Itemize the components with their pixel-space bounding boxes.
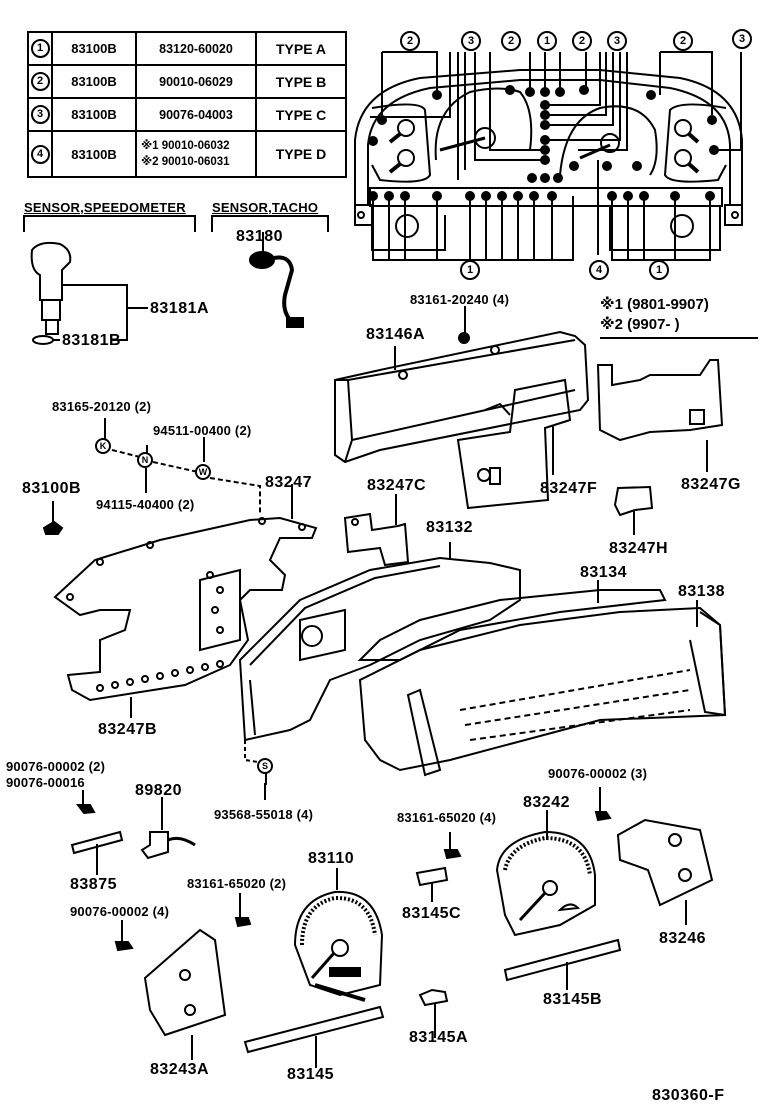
- part-label-83134[interactable]: 83134: [580, 564, 627, 581]
- cluster-bulb-diagram: [354, 51, 743, 262]
- housing-83132-drawing: [238, 542, 727, 777]
- gauge-face-83246-drawing: [594, 787, 714, 925]
- bulb-key-bubble: 3: [732, 29, 752, 49]
- nut-n-marker: N: [137, 452, 153, 468]
- part-label-83181a[interactable]: 83181A: [150, 300, 210, 317]
- part-label-83247b[interactable]: 83247B: [98, 721, 158, 738]
- bulb-number: 83120-60020: [135, 31, 257, 66]
- screw-k-marker: K: [95, 438, 111, 454]
- part-label-83247g[interactable]: 83247G: [681, 476, 741, 493]
- gauge-face-83243a-drawing: [114, 893, 252, 1060]
- part-label-83165-20120[interactable]: 83165-20120 (2): [52, 399, 152, 414]
- part-label-83247c[interactable]: 83247C: [367, 477, 427, 494]
- key-badge: 1: [30, 39, 50, 58]
- bulb-key-bubble: 1: [460, 260, 480, 280]
- bulb-number: ※2 90010-06031: [141, 156, 230, 168]
- bulb-key-bubble: 1: [649, 260, 669, 280]
- bulb-number-variants: ※1 90010-06032 ※2 90010-06031: [135, 130, 257, 178]
- figure-id: 830360-F: [652, 1087, 725, 1104]
- part-label-83110[interactable]: 83110: [308, 850, 355, 867]
- part-label-89820[interactable]: 89820: [135, 782, 182, 799]
- bulb-key-bubble: 2: [572, 31, 592, 51]
- part-label-94511-00400[interactable]: 94511-00400 (2): [153, 423, 252, 438]
- bulb-key-bubble: 1: [537, 31, 557, 51]
- part-number: 83100B: [51, 31, 137, 66]
- bulb-key-bubble: 3: [607, 31, 627, 51]
- part-label-83246[interactable]: 83246: [659, 930, 706, 947]
- bulb-key-bubble: 2: [400, 31, 420, 51]
- part-label-83161-65020-2[interactable]: 83161-65020 (2): [187, 876, 287, 891]
- part-label-83247f[interactable]: 83247F: [540, 480, 598, 497]
- date-range-notes: ※1 (9801-9907) ※2 (9907- ): [600, 295, 758, 339]
- screw-s-marker: S: [257, 758, 273, 774]
- gauge-83242-drawing: [495, 810, 596, 937]
- part-number: 83100B: [51, 130, 137, 178]
- speedometer-sensor-drawing: [23, 215, 329, 345]
- part-label-93568-55018[interactable]: 93568-55018 (4): [214, 807, 314, 822]
- key-badge: 3: [30, 105, 50, 124]
- part-label-90076-00002-3[interactable]: 90076-00002 (3): [548, 766, 648, 781]
- part-label-83161-65020-4[interactable]: 83161-65020 (4): [397, 810, 497, 825]
- part-label-83161-20240[interactable]: 83161-20240 (4): [410, 292, 510, 307]
- gauge-83110-drawing: [293, 868, 384, 1002]
- part-label-83145b[interactable]: 83145B: [543, 991, 603, 1008]
- part-label-83247h[interactable]: 83247H: [609, 540, 669, 557]
- part-label-83138[interactable]: 83138: [678, 583, 725, 600]
- type-row: 2 83100B 90010-06029 TYPE B: [27, 64, 347, 99]
- part-label-90076-00002-2[interactable]: 90076-00002 (2): [6, 759, 106, 774]
- type-row: 4 83100B ※1 90010-06032 ※2 90010-06031 T…: [27, 130, 347, 178]
- part-number: 83100B: [51, 64, 137, 99]
- part-label-83243a[interactable]: 83243A: [150, 1061, 210, 1078]
- bulb-type: TYPE B: [255, 64, 347, 99]
- bulb-number: 90010-06029: [135, 64, 257, 99]
- type-row: 3 83100B 90076-04003 TYPE C: [27, 97, 347, 132]
- speedometer-sensor-header: SENSOR,SPEEDOMETER: [24, 200, 186, 215]
- part-label-83100b[interactable]: 83100B: [22, 480, 82, 497]
- small-parts-drawing: [70, 770, 267, 875]
- socket-83100b-drawing: [42, 501, 64, 535]
- date-note: ※1 (9801-9907): [600, 296, 709, 313]
- strips-drawing: [243, 832, 622, 1068]
- bulb-type: TYPE D: [255, 130, 347, 178]
- part-number: 83100B: [51, 97, 137, 132]
- part-label-83145[interactable]: 83145: [287, 1066, 334, 1083]
- part-label-83242[interactable]: 83242: [523, 794, 570, 811]
- bulb-key-bubble: 2: [673, 31, 693, 51]
- bulb-number: 90076-04003: [135, 97, 257, 132]
- type-row: 1 83100B 83120-60020 TYPE A: [27, 31, 347, 66]
- tacho-sensor-header: SENSOR,TACHO: [212, 200, 319, 215]
- circuit-83247-drawing: [53, 484, 318, 718]
- part-label-83875[interactable]: 83875: [70, 876, 117, 893]
- part-label-83145a[interactable]: 83145A: [409, 1029, 469, 1046]
- bulb-number: ※1 90010-06032: [141, 140, 230, 152]
- date-note: ※2 (9907- ): [600, 316, 680, 333]
- bulb-key-bubble: 4: [589, 260, 609, 280]
- part-label-83247[interactable]: 83247: [265, 474, 312, 491]
- part-label-83180[interactable]: 83180: [236, 228, 283, 245]
- divider: [600, 337, 758, 339]
- part-label-94115-40400[interactable]: 94115-40400 (2): [96, 497, 195, 512]
- washer-w-marker: W: [195, 464, 211, 480]
- bulb-key-bubble: 2: [501, 31, 521, 51]
- part-label-83145c[interactable]: 83145C: [402, 905, 462, 922]
- case-83146a-drawing: [334, 306, 724, 510]
- key-badge: 4: [30, 144, 50, 164]
- bracket-83247c-drawing: [343, 485, 654, 567]
- key-badge: 2: [30, 72, 50, 91]
- part-label-83181b[interactable]: 83181B: [62, 332, 122, 349]
- fastener-chain: [104, 418, 261, 515]
- tacho-sensor-drawing: [249, 232, 304, 328]
- bulb-type: TYPE A: [255, 31, 347, 66]
- bulb-key-bubble: 3: [461, 31, 481, 51]
- part-label-83146a[interactable]: 83146A: [366, 326, 426, 343]
- part-label-90076-00002-4[interactable]: 90076-00002 (4): [70, 904, 170, 919]
- part-label-83132[interactable]: 83132: [426, 519, 473, 536]
- bulb-type-table: 1 83100B 83120-60020 TYPE A 2 83100B 900…: [27, 31, 347, 178]
- bulb-markers: [368, 85, 719, 201]
- bulb-type: TYPE C: [255, 97, 347, 132]
- part-label-90076-00016[interactable]: 90076-00016: [6, 775, 85, 790]
